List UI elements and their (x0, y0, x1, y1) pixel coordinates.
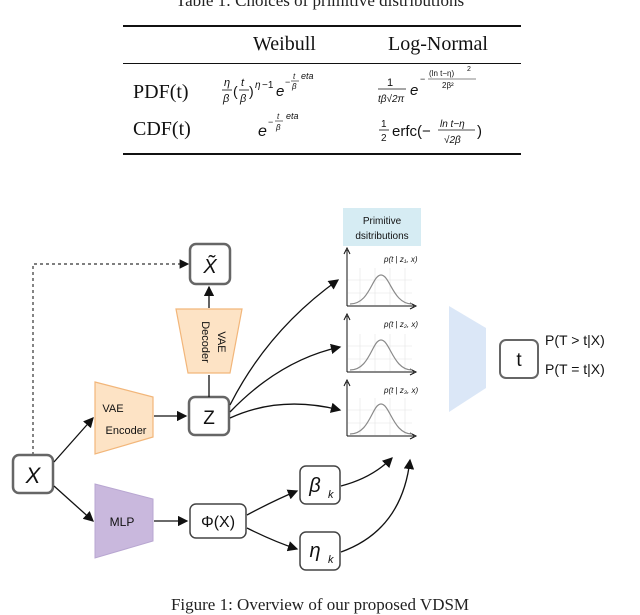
decoder-label-vae: VAE (215, 331, 227, 352)
primitive-title-2: dsitributions (355, 231, 408, 242)
svg-text:β: β (291, 82, 297, 91)
svg-text:β: β (239, 93, 247, 105)
svg-text:t: t (277, 112, 280, 121)
output-label-survival: P(T > t|X) (545, 332, 605, 348)
col-weibull: Weibull (253, 33, 316, 55)
table-bottom-rule (123, 153, 521, 155)
row-label-cdf: CDF(t) (133, 118, 191, 140)
beta-node-sub: k (328, 489, 334, 501)
vdsm-diagram: X̃ VAE Decoder Z VAE Encoder X MLP Φ(X) … (11, 208, 605, 571)
svg-text:2β²: 2β² (442, 81, 454, 90)
svg-text:−: − (420, 74, 425, 84)
pdf-lognormal-formula: 1 tβ√2π e − (ln t−η) 2 2β² (378, 66, 476, 105)
svg-text:e: e (410, 82, 418, 99)
encoder-label-vae: VAE (102, 403, 123, 415)
svg-text:−1: −1 (262, 80, 274, 91)
svg-text:2: 2 (467, 66, 471, 73)
encoder-label-encoder: Encoder (106, 425, 147, 437)
decoder-label-decoder: Decoder (199, 321, 211, 363)
svg-text:e: e (258, 123, 267, 140)
vae-decoder (175, 308, 243, 374)
svg-text:β: β (275, 123, 281, 132)
svg-text:√2β: √2β (444, 134, 461, 146)
cdf-lognormal-formula: 1 2 erfc(− ln t−η √2β ) (379, 119, 482, 146)
table-caption: Table 1: Choices of primitive distributi… (175, 0, 465, 10)
svg-text:eta: eta (286, 111, 299, 121)
plot-label-3: p(t | z₃, x) (383, 386, 418, 395)
cdf-weibull-formula: e − t β eta (258, 111, 299, 140)
svg-text:1: 1 (381, 119, 387, 130)
plot-label-1: p(t | z₁, x) (383, 255, 418, 264)
output-node-label: t (516, 350, 522, 371)
skip-connection-line (32, 259, 190, 455)
pdf-weibull-formula: η β ( t β ) η −1 e − t β eta (222, 71, 314, 105)
beta-node-label: β (308, 475, 320, 497)
svg-text:ln t−η: ln t−η (440, 119, 465, 130)
svg-text:eta: eta (301, 71, 314, 81)
primitive-plot-2: p(t | z₂, x) (343, 312, 418, 376)
svg-text:(ln t−η): (ln t−η) (429, 69, 454, 78)
svg-text:β: β (222, 93, 230, 105)
beta-node (299, 465, 341, 505)
eta-node-sub: k (328, 554, 334, 566)
aggregator-block (449, 306, 486, 412)
input-node (11, 453, 55, 495)
row-label-pdf: PDF(t) (133, 81, 189, 103)
mlp-label: MLP (110, 515, 135, 529)
svg-text:2: 2 (381, 133, 387, 144)
phi-node-label: Φ(X) (201, 514, 235, 531)
output-label-density: P(T = t|X) (545, 361, 605, 377)
svg-text:tβ√2π: tβ√2π (378, 93, 405, 105)
mlp-block (94, 483, 154, 559)
primitive-header (343, 208, 421, 246)
vae-encoder (94, 381, 154, 455)
primitive-title-1: Primitive (363, 216, 402, 227)
table-top-rule (123, 25, 521, 27)
svg-text:): ) (477, 123, 482, 140)
recon-node-label: X̃ (202, 254, 217, 278)
plot-label-2: p(t | z₂, x) (383, 320, 418, 329)
recon-node (188, 242, 232, 286)
primitive-plot-3: p(t | z₃, x) (343, 378, 418, 440)
latent-node-label: Z (203, 408, 215, 429)
svg-text:1: 1 (387, 77, 393, 89)
primitive-plot-1: p(t | z₁, x) (343, 246, 418, 310)
svg-text:η: η (224, 77, 230, 89)
col-lognormal: Log-Normal (388, 33, 488, 55)
svg-text:): ) (249, 83, 254, 99)
svg-text:t: t (293, 72, 296, 81)
eta-node-label: η (309, 540, 320, 562)
svg-text:−: − (285, 77, 290, 87)
svg-text:−: − (268, 117, 273, 127)
svg-text:t: t (241, 77, 245, 89)
svg-text:(: ( (233, 83, 238, 99)
figure-caption: Figure 1: Overview of our proposed VDSM (170, 595, 470, 614)
eta-node (299, 531, 341, 571)
output-node (499, 339, 539, 379)
svg-text:erfc(−: erfc(− (392, 123, 431, 140)
phi-node (189, 503, 247, 539)
input-node-label: X (25, 463, 42, 488)
table-mid-rule (123, 63, 521, 64)
svg-text:η: η (255, 80, 261, 91)
svg-text:e: e (276, 83, 284, 100)
